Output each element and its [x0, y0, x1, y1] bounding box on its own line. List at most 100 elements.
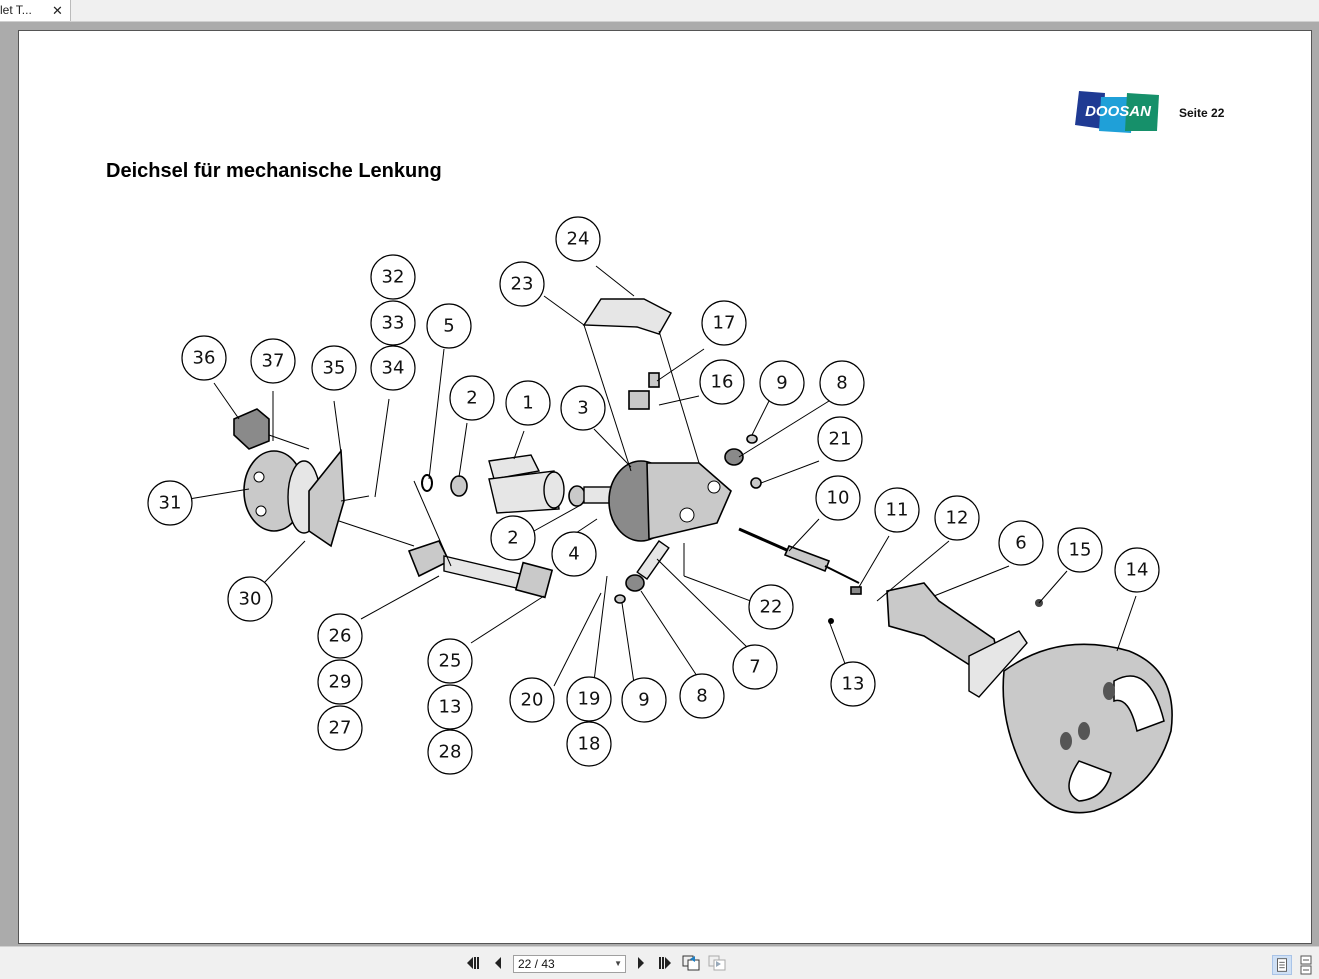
callout-number: 22 [760, 597, 783, 618]
tab-title: let T... [0, 3, 32, 17]
callout-number: 21 [829, 429, 852, 450]
last-page-icon[interactable] [656, 955, 674, 971]
callout-number: 32 [382, 267, 405, 288]
callout-32: 32 [370, 254, 416, 300]
callout-number: 24 [567, 229, 590, 250]
callout-number: 29 [329, 672, 352, 693]
page-heading: Deichsel für mechanische Lenkung [106, 160, 442, 182]
close-icon[interactable]: ✕ [52, 3, 63, 18]
callout-14: 14 [1114, 547, 1160, 593]
callout-circle [147, 480, 193, 526]
page-number-select[interactable]: 22 / 43 ▼ [513, 955, 626, 973]
callout-9: 9 [759, 360, 805, 406]
callout-number: 26 [329, 626, 352, 647]
callout-circle [370, 345, 416, 391]
callout-6: 6 [998, 520, 1044, 566]
callout-circle [732, 644, 778, 690]
callout-number: 4 [568, 544, 579, 565]
previous-view-icon[interactable] [682, 955, 700, 971]
callout-3: 3 [560, 385, 606, 431]
callout-11: 11 [874, 487, 920, 533]
callout-number: 36 [193, 348, 216, 369]
callout-1: 1 [505, 380, 551, 426]
callout-circle [370, 300, 416, 346]
single-page-view-icon[interactable] [1272, 955, 1292, 975]
pdf-page: DOOSAN Seite 22 Deichsel für mechanische… [18, 30, 1312, 944]
callout-circle [427, 684, 473, 730]
callout-circle [1114, 547, 1160, 593]
callout-circle [555, 216, 601, 262]
callout-circle [701, 300, 747, 346]
next-page-icon[interactable] [632, 955, 650, 971]
callout-2: 2 [490, 515, 536, 561]
callout-26: 26 [317, 613, 363, 659]
continuous-view-icon[interactable] [1296, 955, 1316, 975]
callout-number: 28 [439, 742, 462, 763]
callout-29: 29 [317, 659, 363, 705]
callout-circle [426, 303, 472, 349]
first-page-icon[interactable] [465, 955, 483, 971]
part-cover-23 [582, 298, 672, 335]
document-tab[interactable]: let T... ✕ [0, 0, 71, 21]
callout-7: 7 [732, 644, 778, 690]
callout-number: 5 [443, 316, 454, 337]
callout-27: 27 [317, 705, 363, 751]
part-tiller-head-14 [1002, 643, 1173, 814]
callout-number: 31 [159, 493, 182, 514]
part-steering-housing-31 [243, 450, 321, 534]
callout-35: 35 [311, 345, 357, 391]
callout-number: 3 [577, 398, 588, 419]
part-switch-16-17 [628, 372, 660, 410]
callout-24: 24 [555, 216, 601, 262]
brand-name: DOOSAN [1085, 103, 1152, 120]
callout-17: 17 [701, 300, 747, 346]
callout-number: 37 [262, 351, 285, 372]
callout-circle [819, 360, 865, 406]
part-tiller-arm-6 [886, 582, 1043, 698]
callout-circle [449, 375, 495, 421]
callout-circle [499, 261, 545, 307]
dropdown-arrow-icon[interactable]: ▼ [614, 959, 622, 968]
callout-34: 34 [370, 345, 416, 391]
callout-21: 21 [817, 416, 863, 462]
previous-page-icon[interactable] [490, 955, 508, 971]
callout-circle [815, 475, 861, 521]
callout-number: 25 [439, 651, 462, 672]
callout-13: 13 [830, 661, 876, 707]
callout-37: 37 [250, 338, 296, 384]
callout-circle [250, 338, 296, 384]
callout-8: 8 [819, 360, 865, 406]
callout-25: 25 [427, 638, 473, 684]
next-view-icon[interactable] [708, 955, 726, 971]
callout-9: 9 [621, 677, 667, 723]
callout-circle [509, 677, 555, 723]
callout-circle [317, 659, 363, 705]
callout-number: 9 [638, 690, 649, 711]
callout-number: 2 [507, 528, 518, 549]
callout-number: 6 [1015, 533, 1026, 554]
callout-10: 10 [815, 475, 861, 521]
callout-circle [998, 520, 1044, 566]
callout-number: 30 [239, 589, 262, 610]
callout-circle [317, 613, 363, 659]
callout-number: 18 [578, 734, 601, 755]
document-viewer[interactable]: DOOSAN Seite 22 Deichsel für mechanische… [0, 22, 1319, 946]
bottom-toolbar: 22 / 43 ▼ [0, 946, 1319, 979]
tab-bar: let T... ✕ [0, 0, 1319, 22]
callout-circle [621, 677, 667, 723]
callout-12: 12 [934, 495, 980, 541]
page-number-value: 22 / 43 [518, 957, 555, 971]
callout-circle [759, 360, 805, 406]
callout-number: 7 [749, 657, 760, 678]
callout-circle [427, 638, 473, 684]
part-bushings-8-9 [614, 434, 762, 604]
callout-18: 18 [566, 721, 612, 767]
callout-circle [1057, 527, 1103, 573]
callout-circle [427, 729, 473, 775]
callout-circle [560, 385, 606, 431]
callout-circle [566, 721, 612, 767]
callout-circle [874, 487, 920, 533]
callout-circle [181, 335, 227, 381]
callout-number: 34 [382, 358, 405, 379]
callout-number: 16 [711, 372, 734, 393]
